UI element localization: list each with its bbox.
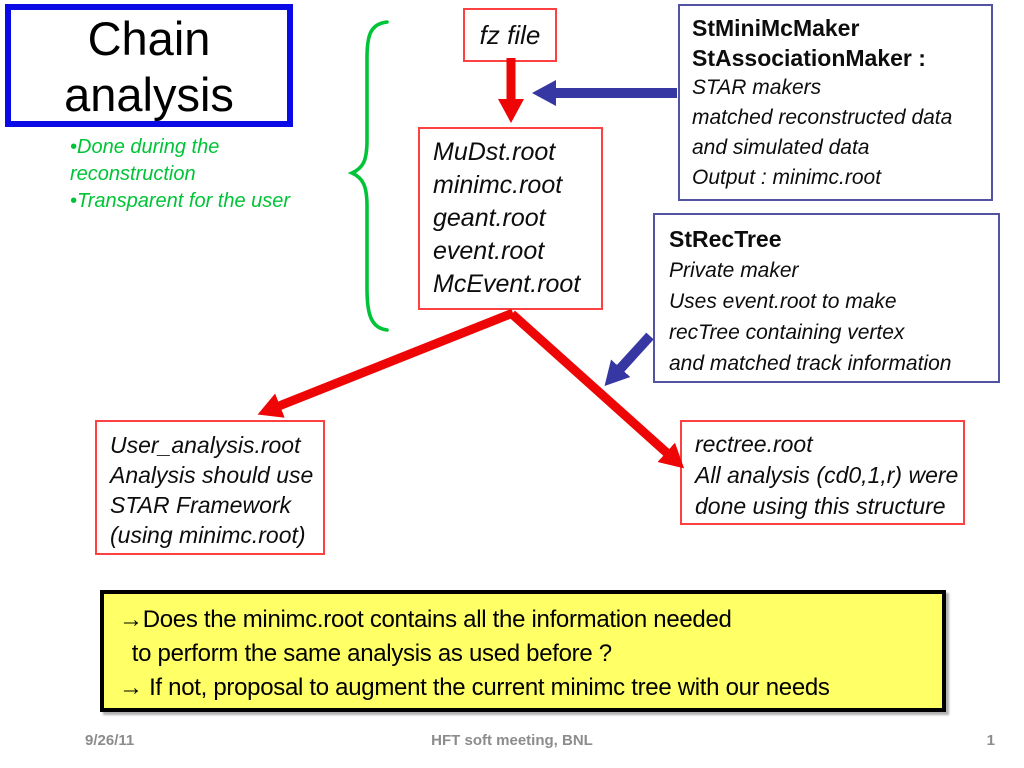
- blue-arrow-strectree-to-chain: [604, 332, 654, 387]
- strectree-title: StRecTree: [669, 226, 782, 252]
- rectree-line: rectree.root: [695, 431, 813, 457]
- strectree-box: StRecTree Private maker Uses event.root …: [653, 213, 1000, 383]
- maker-desc: Output : minimc.root: [692, 166, 882, 189]
- footer-title: HFT soft meeting, BNL: [431, 732, 593, 749]
- maker-desc: STAR makers: [692, 76, 822, 99]
- question-line: →Does the minimc.root contains all the i…: [119, 606, 732, 633]
- red-arrow-mudst-to-rectree: [508, 310, 685, 469]
- note-line: •Done during the: [70, 136, 220, 158]
- reconstruction-notes: •Done during the reconstruction •Transpa…: [70, 134, 340, 215]
- note-line: •Transparent for the user: [70, 190, 291, 212]
- strectree-desc: Uses event.root to make: [669, 290, 897, 313]
- file-name: minimc.root: [433, 171, 563, 199]
- user-analysis-box: User_analysis.root Analysis should use S…: [95, 420, 325, 555]
- rectree-line: All analysis (cd0,1,r) were: [695, 462, 959, 488]
- question-line: → If not, proposal to augment the curren…: [119, 674, 830, 701]
- rectree-line: done using this structure: [695, 493, 946, 519]
- maker-desc: and simulated data: [692, 136, 870, 159]
- file-name: event.root: [433, 237, 545, 265]
- strectree-desc: and matched track information: [669, 352, 952, 375]
- user-analysis-line: User_analysis.root: [110, 432, 301, 458]
- maker-title: StMiniMcMaker: [692, 15, 860, 41]
- note-line: reconstruction: [70, 163, 196, 185]
- slide-title-box: Chain analysis: [5, 4, 293, 127]
- file-name: McEvent.root: [433, 270, 581, 298]
- question-box: →Does the minimc.root contains all the i…: [100, 590, 946, 712]
- curly-brace: [347, 20, 389, 332]
- strectree-desc: recTree containing vertex: [669, 321, 905, 344]
- file-name: MuDst.root: [433, 138, 556, 166]
- maker-desc: matched reconstructed data: [692, 106, 953, 129]
- stminimcmaker-box: StMiniMcMaker StAssociationMaker : STAR …: [678, 4, 993, 201]
- strectree-desc: Private maker: [669, 259, 799, 282]
- title-line: analysis: [64, 68, 234, 121]
- question-line: to perform the same analysis as used bef…: [119, 640, 612, 667]
- user-analysis-line: Analysis should use: [110, 462, 314, 488]
- mudst-files-box: MuDst.root minimc.root geant.root event.…: [418, 127, 603, 310]
- fz-file-box: fz file: [463, 8, 557, 62]
- footer-page-number: 1: [986, 732, 995, 749]
- rectree-box: rectree.root All analysis (cd0,1,r) were…: [680, 420, 965, 525]
- file-name: geant.root: [433, 204, 546, 232]
- red-arrow-mudst-to-user: [257, 308, 515, 418]
- user-analysis-line: (using minimc.root): [110, 522, 306, 548]
- fz-file-label: fz file: [479, 19, 541, 50]
- title-line: Chain: [87, 12, 211, 65]
- maker-title: StAssociationMaker :: [692, 45, 926, 71]
- footer-date: 9/26/11: [85, 732, 135, 749]
- user-analysis-line: STAR Framework: [110, 492, 292, 518]
